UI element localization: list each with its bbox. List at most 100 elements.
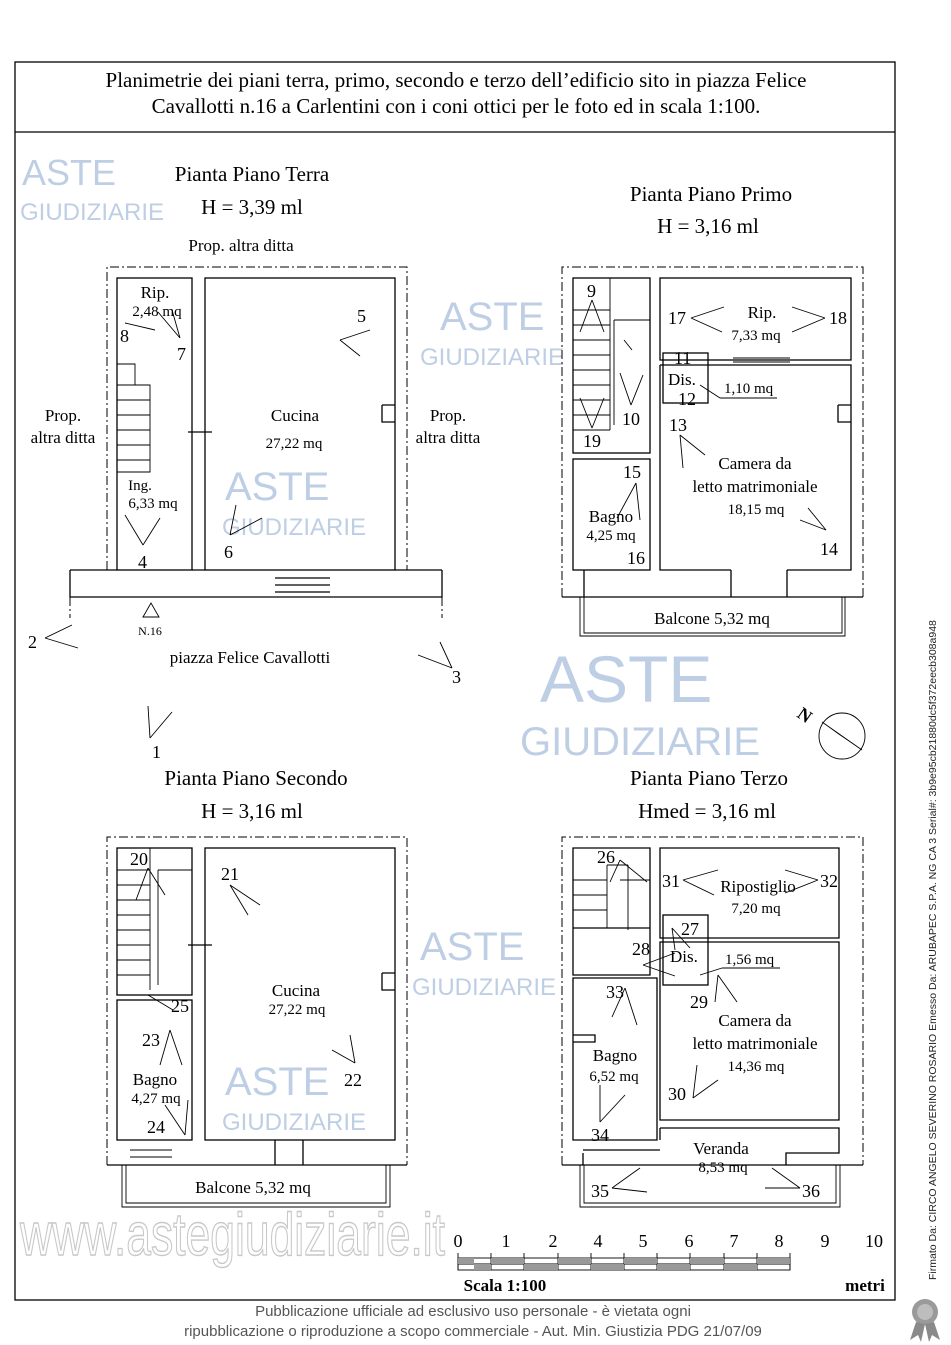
plan-height: H = 3,16 ml — [201, 799, 303, 823]
camera-number: 26 — [597, 847, 615, 867]
room-area: 27,22 mq — [266, 436, 323, 452]
camera-number: 8 — [120, 326, 129, 346]
watermark-brand: GIUDIZIARIE — [20, 199, 164, 226]
street-name: piazza Felice Cavallotti — [170, 648, 331, 667]
scale-bar: 0 1 2 4 5 6 7 8 9 10 Scala 1:100 metri — [454, 1231, 886, 1295]
title-line-2: Cavallotti n.16 a Carlentini con i coni … — [152, 94, 761, 118]
digital-signature: Firmato Da: CIRCO ANGELO SEVERINO ROSARI… — [927, 620, 939, 1280]
scale-tick-label: 2 — [549, 1231, 558, 1251]
watermark-brand: ASTE — [225, 465, 329, 509]
room-label: Cucina — [271, 406, 320, 425]
room-area: 6,33 mq — [128, 496, 178, 512]
room-label: Rip. — [141, 283, 170, 302]
entrance-marker-icon — [142, 602, 160, 618]
room-area: 27,22 mq — [269, 1002, 326, 1018]
drawing-frame — [14, 61, 896, 1301]
neighbour-label: altra ditta — [416, 428, 481, 447]
scale-tick-label: 5 — [639, 1231, 648, 1251]
room-area: 7,33 mq — [731, 328, 781, 344]
camera-number: 10 — [622, 409, 640, 429]
camera-number: 27 — [681, 919, 699, 939]
camera-number: 24 — [147, 1117, 165, 1137]
room-area: 14,36 mq — [728, 1059, 785, 1075]
room-label: Camera da — [718, 454, 792, 473]
scale-tick-label: 0 — [454, 1231, 463, 1251]
neighbour-label: Prop. — [430, 406, 466, 425]
camera-number: 31 — [662, 871, 680, 891]
camera-number: 35 — [591, 1181, 609, 1201]
watermark-brand: GIUDIZIARIE — [222, 1109, 366, 1136]
watermark-url: www.astegiudiziarie.it — [19, 1201, 445, 1268]
room-label: Balcone 5,32 mq — [195, 1178, 311, 1197]
plan-title: Pianta Piano Secondo — [164, 766, 347, 790]
camera-number: 14 — [820, 539, 838, 559]
room-label: Balcone 5,32 mq — [654, 609, 770, 628]
camera-number: 12 — [678, 389, 696, 409]
camera-cone-icon — [599, 859, 819, 1193]
seal-icon — [910, 1299, 940, 1342]
camera-number: 29 — [690, 992, 708, 1012]
room-label: Bagno — [593, 1046, 637, 1065]
publication-notice-line-2: ripubblicazione o riproduzione a scopo c… — [184, 1323, 762, 1340]
camera-number: 28 — [632, 939, 650, 959]
scale-tick-label: 9 — [821, 1231, 830, 1251]
camera-cone-icon — [44, 309, 453, 739]
plan-title: Pianta Piano Terzo — [630, 766, 788, 790]
neighbour-label: Prop. altra ditta — [188, 236, 294, 255]
room-label: Cucina — [272, 981, 321, 1000]
camera-number: 34 — [591, 1125, 609, 1145]
camera-cone-icon — [579, 299, 827, 531]
camera-number: 25 — [171, 996, 189, 1016]
scale-caption: Scala 1:100 — [464, 1276, 547, 1295]
camera-number: 5 — [357, 306, 366, 326]
room-area: 4,25 mq — [586, 528, 636, 544]
room-label: Bagno — [589, 507, 633, 526]
plan-first-floor: Pianta Piano Primo H = 3,16 ml Rip. 7,33… — [561, 182, 864, 637]
camera-number: 3 — [452, 667, 461, 687]
camera-number: 18 — [829, 308, 847, 328]
camera-number: 32 — [820, 871, 838, 891]
north-compass: N — [794, 703, 866, 760]
room-area: 1,56 mq — [725, 952, 775, 968]
camera-number: 20 — [130, 849, 148, 869]
room-label: Veranda — [693, 1139, 749, 1158]
camera-number: 17 — [668, 308, 686, 328]
publication-notice-line-1: Pubblicazione ufficiale ad esclusivo uso… — [255, 1303, 691, 1320]
scale-unit: metri — [845, 1276, 885, 1295]
room-area: 1,10 mq — [724, 381, 774, 397]
watermark-brand: ASTE — [420, 925, 524, 969]
scale-tick-label: 6 — [685, 1231, 694, 1251]
room-area: 18,15 mq — [728, 502, 785, 518]
camera-number: 9 — [587, 281, 596, 301]
camera-number: 19 — [583, 431, 601, 451]
room-label: letto matrimoniale — [692, 1034, 817, 1053]
room-area: 4,27 mq — [131, 1091, 181, 1107]
room-label: Camera da — [718, 1011, 792, 1030]
room-area: 8,53 mq — [698, 1160, 748, 1176]
civic-number: N.16 — [138, 624, 162, 638]
watermark-brand: GIUDIZIARIE — [420, 344, 564, 371]
plan-title: Pianta Piano Terra — [175, 162, 330, 186]
watermark-brand: GIUDIZIARIE — [412, 974, 556, 1001]
camera-number: 16 — [627, 548, 645, 568]
camera-number: 36 — [802, 1181, 820, 1201]
camera-number: 4 — [138, 552, 147, 572]
watermark-brand: GIUDIZIARIE — [222, 514, 366, 541]
scale-tick-label: 1 — [502, 1231, 511, 1251]
room-label: letto matrimoniale — [692, 477, 817, 496]
camera-number: 30 — [668, 1084, 686, 1104]
plan-height: H = 3,39 ml — [201, 195, 303, 219]
camera-number: 7 — [177, 344, 186, 364]
plan-third-floor: Pianta Piano Terzo Hmed = 3,16 ml Ripost… — [561, 766, 864, 1208]
compass-label: N — [794, 703, 816, 727]
room-label: Rip. — [748, 303, 777, 322]
scale-tick-label: 10 — [865, 1231, 883, 1251]
neighbour-label: altra ditta — [31, 428, 96, 447]
camera-number: 15 — [623, 462, 641, 482]
watermark-brand: ASTE — [440, 295, 544, 339]
room-area: 7,20 mq — [731, 901, 781, 917]
camera-cone-icon — [135, 867, 356, 1136]
camera-number: 13 — [669, 415, 687, 435]
camera-number: 6 — [224, 542, 233, 562]
